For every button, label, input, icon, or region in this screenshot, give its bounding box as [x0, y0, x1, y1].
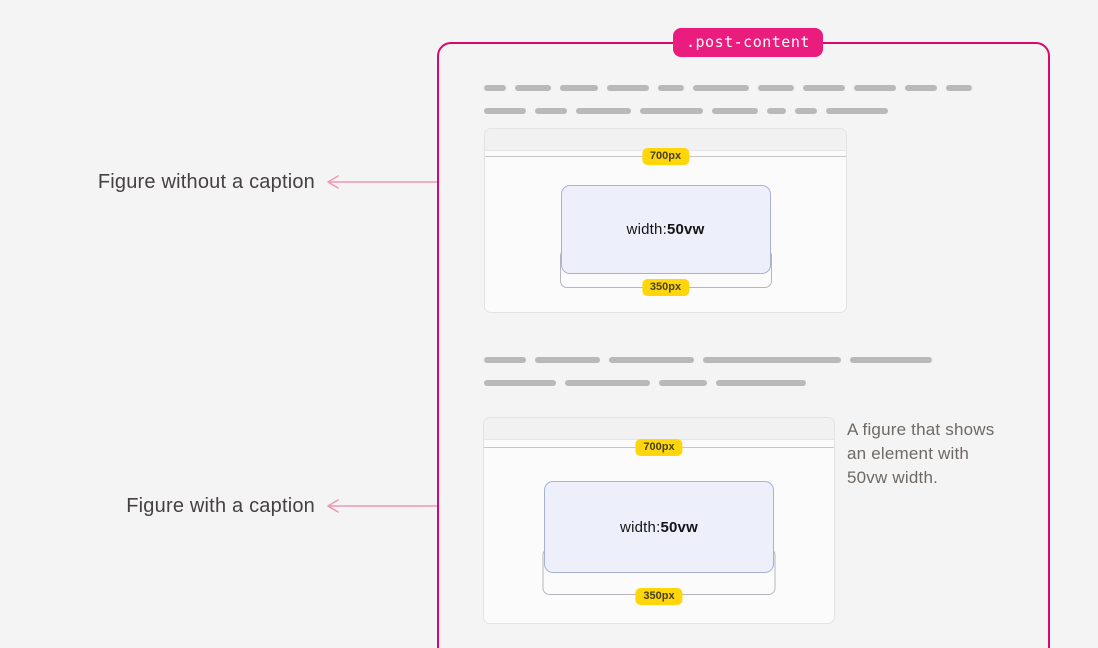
text-placeholder-bar — [576, 108, 631, 114]
text-placeholder-line — [484, 85, 972, 91]
figure-width-badge: 700px — [635, 439, 683, 456]
figure-width-badge: 700px — [641, 148, 690, 165]
text-placeholder-bar — [659, 380, 707, 386]
text-placeholder-bar — [484, 108, 526, 114]
element-label-prefix: width: — [620, 518, 661, 536]
text-placeholder-bar — [484, 357, 526, 363]
text-placeholder-bar — [565, 380, 650, 386]
annotation-label-figure-without-caption: Figure without a caption — [97, 171, 315, 193]
text-placeholder-bar — [712, 108, 758, 114]
text-placeholder-bar — [703, 357, 841, 363]
text-placeholder-bar — [826, 108, 888, 114]
text-placeholder-bar — [484, 85, 506, 91]
text-placeholder-bar — [535, 357, 600, 363]
text-placeholder-bar — [484, 380, 556, 386]
element-label-value: 50vw — [660, 518, 698, 536]
text-placeholder-bar — [560, 85, 598, 91]
element-label-prefix: width: — [626, 221, 667, 238]
figure-without-caption: 700px width: 50vw 350px — [484, 128, 847, 313]
figure-with-caption: 700px width: 50vw 350px — [483, 417, 835, 624]
annotation-label-figure-with-caption: Figure with a caption — [126, 495, 315, 517]
element-50vw: width: 50vw — [544, 481, 774, 573]
text-placeholder-bar — [946, 85, 972, 91]
text-placeholder-bar — [905, 85, 937, 91]
text-placeholder-bar — [803, 85, 845, 91]
figure-header-strip — [484, 418, 834, 440]
text-placeholder-bar — [716, 380, 806, 386]
text-placeholder-bar — [609, 357, 694, 363]
element-width-badge: 350px — [635, 588, 683, 605]
post-content-container: .post-content 700px width: 50vw 350px 70… — [437, 28, 1050, 648]
figure-caption: A figure that shows an element with 50vw… — [847, 420, 995, 487]
arrow-left-icon — [327, 175, 438, 189]
element-label-value: 50vw — [666, 221, 705, 238]
text-placeholder-bar — [658, 85, 684, 91]
text-placeholder-bar — [767, 108, 786, 114]
text-placeholder-bar — [850, 357, 932, 363]
text-placeholder-bar — [854, 85, 896, 91]
text-placeholder-line — [484, 357, 932, 363]
element-50vw: width: 50vw — [560, 185, 771, 274]
text-placeholder-bar — [535, 108, 567, 114]
text-placeholder-bar — [640, 108, 703, 114]
text-placeholder-bar — [693, 85, 749, 91]
text-placeholder-bar — [515, 85, 551, 91]
text-placeholder-bar — [795, 108, 817, 114]
text-placeholder-line — [484, 380, 806, 386]
text-placeholder-bar — [758, 85, 794, 91]
element-width-badge: 350px — [641, 279, 690, 296]
text-placeholder-bar — [607, 85, 649, 91]
post-content-selector-badge: .post-content — [673, 28, 823, 57]
text-placeholder-line — [484, 108, 888, 114]
arrow-left-icon — [327, 499, 438, 513]
